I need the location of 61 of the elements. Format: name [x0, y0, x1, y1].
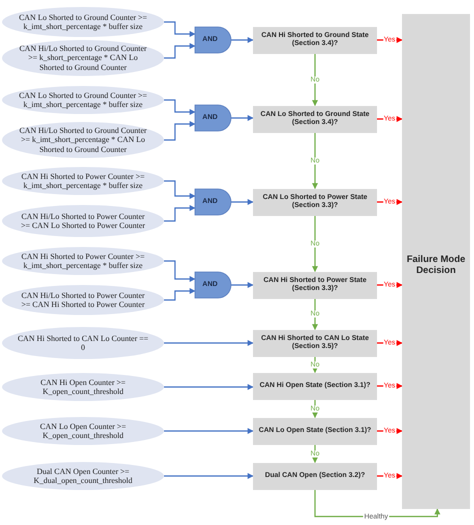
arrow — [164, 428, 254, 434]
result-text: Failure Mode Decision — [406, 255, 466, 277]
arrow — [164, 43, 196, 59]
arrow — [312, 356, 318, 374]
arrow — [312, 298, 318, 330]
condition-text: CAN Hi/Lo Shorted to Power Counter >= CAN Lo Shorted to Power Counter — [20, 212, 146, 230]
condition-text: CAN Lo Open Counter >= K_open_count_threshold — [39, 422, 127, 440]
decision-box — [253, 462, 377, 490]
arrow — [164, 260, 196, 282]
arrow — [312, 444, 318, 464]
condition-text: Dual CAN Open Counter >= K_dual_open_count_threshold — [32, 466, 134, 486]
arrow — [312, 132, 318, 190]
decision-box — [253, 330, 377, 356]
arrow — [164, 99, 196, 115]
condition-ellipse — [2, 285, 164, 315]
condition-text: CAN Hi/Lo Shorted to Ground Counter >= k_short_percentage * CAN Lo Shorted to Ground Counter — [18, 44, 148, 72]
decision-box — [253, 106, 377, 132]
and-gate — [195, 105, 231, 131]
decision-box — [253, 26, 377, 54]
condition-text: CAN Hi/Lo Shorted to Power Counter >= CAN Hi Shorted to Power Counter — [20, 290, 146, 310]
arrow — [231, 199, 254, 205]
arrow — [312, 216, 318, 272]
condition-text: CAN Hi Shorted to CAN Lo Counter == 0 — [16, 334, 150, 352]
arrow — [164, 21, 196, 37]
arrow — [164, 340, 254, 346]
condition-ellipse — [2, 205, 164, 237]
condition-text: CAN Hi/Lo Shorted to Ground Counter >= k_imt_short_percentage * CAN Lo Shorted to Ground Counter — [18, 126, 148, 154]
condition-ellipse — [2, 122, 164, 158]
condition-ellipse — [2, 417, 164, 445]
arrow — [231, 37, 254, 43]
condition-text: CAN Hi Shorted to Power Counter >= k_imt_short_percentage * buffer size — [20, 252, 146, 270]
arrow — [312, 54, 318, 106]
arrow — [164, 384, 254, 390]
condition-ellipse — [2, 86, 164, 114]
condition-text: CAN Lo Shorted to Ground Counter >= k_imt_short_percentage * buffer size — [18, 12, 148, 32]
decision-box — [253, 188, 377, 216]
and-gate — [195, 27, 231, 53]
arrow — [164, 288, 196, 301]
arrow — [164, 205, 196, 222]
and-gate — [195, 272, 231, 298]
condition-ellipse — [2, 373, 164, 401]
arrow — [231, 282, 254, 288]
condition-ellipse — [2, 327, 164, 359]
arrow — [164, 121, 196, 141]
condition-text: CAN Lo Shorted to Ground Counter >= k_imt_short_percentage * buffer size — [18, 90, 148, 110]
arrow — [231, 115, 254, 121]
condition-text: CAN Hi Shorted to Power Counter >= k_imt_short_percentage * buffer size — [20, 172, 146, 190]
arrow — [164, 473, 254, 479]
result-panel — [402, 14, 470, 509]
and-gate — [195, 189, 231, 215]
condition-text: CAN Hi Open Counter >= K_open_count_threshold — [39, 378, 126, 396]
decision-box — [253, 272, 377, 298]
decision-box — [253, 372, 377, 400]
condition-ellipse — [2, 167, 164, 195]
condition-ellipse — [2, 7, 164, 37]
arrow — [312, 400, 318, 418]
condition-ellipse — [2, 40, 164, 76]
condition-ellipse — [2, 462, 164, 490]
arrow — [164, 180, 196, 199]
decision-box — [253, 418, 377, 444]
condition-ellipse — [2, 247, 164, 275]
